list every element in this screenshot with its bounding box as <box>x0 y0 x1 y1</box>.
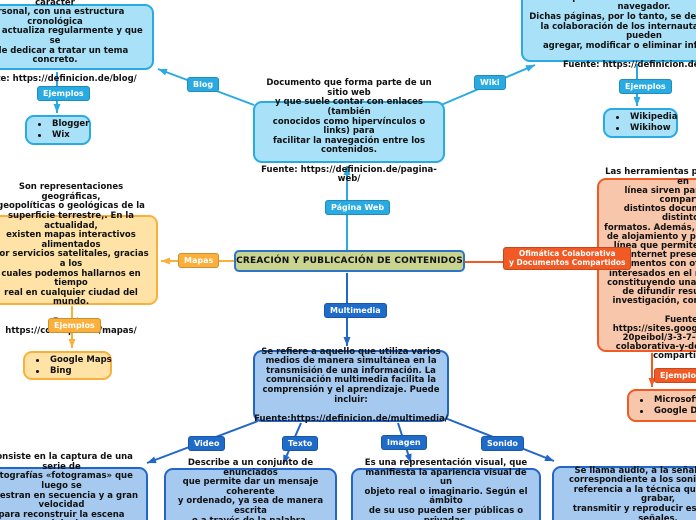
label-multimedia[interactable]: Multimedia <box>324 303 387 318</box>
central-topic-node[interactable]: CREACIÓN Y PUBLICACIÓN DE CONTENIDOS <box>234 250 465 272</box>
bullet-dot <box>640 398 643 402</box>
list-item: Microsoft Office <box>633 395 696 406</box>
bullet-dot <box>38 123 41 126</box>
example-microsoft-office: Microsoft Office <box>654 394 696 405</box>
list-item: Blogger <box>31 119 89 130</box>
bullet-dot <box>640 409 643 413</box>
example-bing: Bing <box>50 365 72 376</box>
label-wiki[interactable]: Wiki <box>474 75 506 90</box>
label-ejemplos-wiki[interactable]: Ejemplos <box>619 79 672 94</box>
label-imagen[interactable]: Imagen <box>381 435 427 450</box>
node-wiki[interactable]: Páginas web cuyos contenidos pueden ser … <box>521 0 696 70</box>
example-google-docs: Google Docs <box>654 405 696 416</box>
bullet-dot <box>616 127 619 130</box>
list-item: Wikipedia <box>609 112 677 123</box>
node-wiki-examples[interactable]: Wikipedia Wikihow <box>603 108 678 138</box>
label-ejemplos-blog[interactable]: Ejemplos <box>37 86 90 101</box>
node-imagen[interactable]: Es una representación visual, que manifi… <box>351 458 541 520</box>
bullet-dot <box>616 116 619 119</box>
node-ofimatica[interactable]: Las herramientas para ofimática en línea… <box>597 168 696 361</box>
list-item: Google Docs <box>633 406 696 417</box>
example-wikipedia: Wikipedia <box>630 112 678 122</box>
node-mapas[interactable]: Son representaciones geográficas, geopol… <box>0 182 158 336</box>
node-ofimatica-examples[interactable]: Microsoft Office Google Docs <box>627 389 696 422</box>
node-multimedia[interactable]: Se refiere a aquello que utiliza varios … <box>253 346 449 424</box>
label-ejemplos-mapas[interactable]: Ejemplos <box>48 318 101 333</box>
bullet-dot <box>36 369 39 373</box>
example-wix: Wix <box>52 130 70 140</box>
list-item: Google Maps <box>29 355 112 366</box>
node-texto[interactable]: Describe a un conjunto de enunciados que… <box>164 458 337 520</box>
bullet-dot <box>36 358 39 362</box>
node-video[interactable]: Consiste en la captura de una serie de f… <box>0 452 148 520</box>
label-mapas[interactable]: Mapas <box>178 253 220 268</box>
node-mapas-examples[interactable]: Google Maps Bing <box>23 351 112 380</box>
node-pagina-web[interactable]: Documento que forma parte de un sitio we… <box>253 78 445 184</box>
example-wikihow: Wikihow <box>630 123 671 133</box>
list-item: Wikihow <box>609 123 672 134</box>
label-texto[interactable]: Texto <box>282 436 319 451</box>
example-google-maps: Google Maps <box>50 354 112 365</box>
list-item: Bing <box>29 366 106 377</box>
label-blog[interactable]: Blog <box>187 77 220 92</box>
label-video[interactable]: Video <box>188 436 226 451</box>
node-blog[interactable]: Página web, generalmente de carácter per… <box>0 0 154 84</box>
node-sonido[interactable]: Se llama audio, a la señal eléctrica cor… <box>552 466 696 520</box>
label-pagina-web[interactable]: Página Web <box>325 200 391 215</box>
label-ejemplos-ofimatica[interactable]: Ejemplos <box>654 368 696 383</box>
bullet-dot <box>38 134 41 137</box>
node-blog-examples[interactable]: Blogger Wix <box>25 115 91 145</box>
list-item: Wix <box>31 130 85 141</box>
label-sonido[interactable]: Sonido <box>481 436 524 451</box>
label-ofimatica[interactable]: Ofimática Colaborativa y Documentos Comp… <box>503 247 632 270</box>
example-blogger: Blogger <box>52 119 90 129</box>
